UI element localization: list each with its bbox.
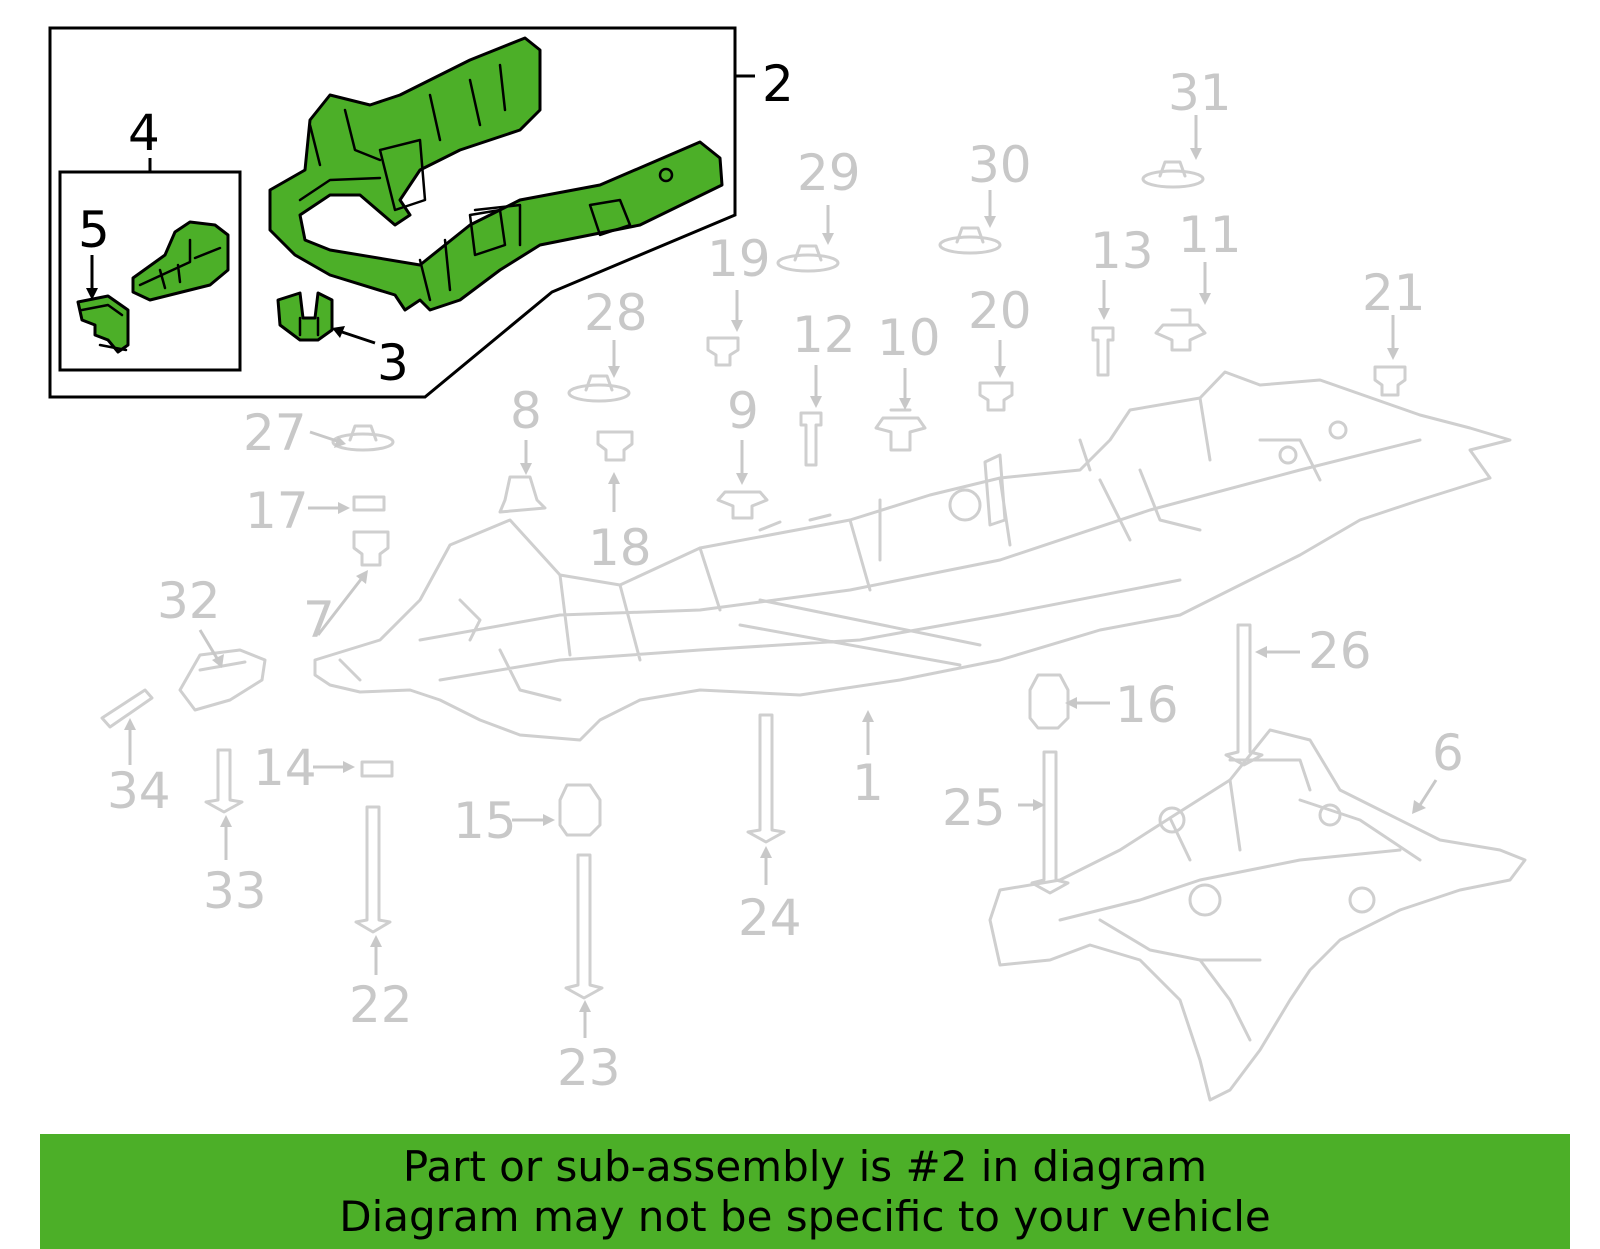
callout-28: 28 <box>584 284 648 342</box>
callout-7: 7 <box>303 591 335 649</box>
bolt-26-part[interactable] <box>1224 623 1264 767</box>
callout-23: 23 <box>557 1039 621 1097</box>
callout-4: 4 <box>128 104 160 162</box>
nut-21-part[interactable] <box>1373 365 1407 397</box>
callout-25: 25 <box>942 779 1006 837</box>
bushing-15-part[interactable] <box>558 783 602 837</box>
callout-2: 2 <box>762 55 794 113</box>
washer-31-part[interactable] <box>1141 169 1205 189</box>
bolt-25-part[interactable] <box>1030 750 1070 895</box>
bolt-12-part[interactable] <box>799 411 823 467</box>
nut-19-part[interactable] <box>706 336 740 367</box>
bushing-16-part[interactable] <box>1028 673 1070 730</box>
callout-14: 14 <box>253 739 317 797</box>
callout-30: 30 <box>968 136 1032 194</box>
nut-9-part[interactable] <box>716 490 769 520</box>
nut-10-part[interactable] <box>874 408 927 452</box>
banner-line-1: Part or sub-assembly is #2 in diagram <box>402 1141 1208 1191</box>
front-frame-section-part[interactable] <box>268 36 724 312</box>
callout-29: 29 <box>797 144 861 202</box>
mount-32-part[interactable] <box>178 648 267 712</box>
callout-13: 13 <box>1090 222 1154 280</box>
callout-8: 8 <box>510 382 542 440</box>
clip-5-part[interactable] <box>76 294 130 354</box>
callout-19: 19 <box>707 230 771 288</box>
callout-11: 11 <box>1178 206 1242 264</box>
assembly-2-outline <box>48 26 737 399</box>
callout-33: 33 <box>203 862 267 920</box>
banner-line-2: Diagram may not be specific to your vehi… <box>339 1191 1271 1241</box>
callout-31: 31 <box>1168 64 1232 122</box>
washer-27-part[interactable] <box>331 432 395 452</box>
callout-1: 1 <box>852 754 884 812</box>
callout-32: 32 <box>157 572 221 630</box>
bolt-24-part[interactable] <box>746 713 786 844</box>
nut-11-part[interactable] <box>1154 308 1207 352</box>
leader-arrows <box>86 115 1438 1038</box>
callout-9: 9 <box>727 382 759 440</box>
callout-24: 24 <box>738 889 802 947</box>
callout-34: 34 <box>107 762 171 820</box>
bolt-22-part[interactable] <box>354 805 392 934</box>
frame-assembly-1-part[interactable] <box>313 370 1512 742</box>
callout-15: 15 <box>453 792 517 850</box>
nut-20-part[interactable] <box>978 381 1014 412</box>
callout-21: 21 <box>1362 264 1426 322</box>
callout-22: 22 <box>349 976 413 1034</box>
parts-diagram: 2 4 5 3 31 30 29 19 11 13 21 20 10 12 28… <box>48 26 1527 1102</box>
callout-6: 6 <box>1432 724 1464 782</box>
bracket-3-part[interactable] <box>276 291 334 342</box>
callout-3: 3 <box>377 334 409 392</box>
callout-27: 27 <box>243 404 307 462</box>
nut-18-part[interactable] <box>596 430 634 462</box>
bolt-33-part[interactable] <box>204 748 244 814</box>
callout-26: 26 <box>1308 622 1372 680</box>
bolt-13-part[interactable] <box>1091 326 1115 377</box>
callout-20: 20 <box>968 282 1032 340</box>
callout-10: 10 <box>877 309 941 367</box>
callout-17: 17 <box>245 482 309 540</box>
bolt-23-part[interactable] <box>564 853 604 1000</box>
mount-4-part[interactable] <box>131 220 230 302</box>
cap-17-part[interactable] <box>352 495 386 512</box>
callout-5: 5 <box>78 201 110 259</box>
washer-29-part[interactable] <box>776 253 840 273</box>
rear-cradle-6-part[interactable] <box>988 728 1527 1102</box>
callout-12: 12 <box>792 306 856 364</box>
mount-8-part[interactable] <box>498 475 547 514</box>
callout-16: 16 <box>1115 676 1179 734</box>
cap-14-part[interactable] <box>360 760 394 778</box>
washer-30-part[interactable] <box>938 235 1002 255</box>
notice-banner: Part or sub-assembly is #2 in diagram Di… <box>40 1134 1570 1249</box>
nut-7-part[interactable] <box>352 530 390 567</box>
washer-28-part[interactable] <box>567 383 631 403</box>
callout-labels: 2 4 5 3 31 30 29 19 11 13 21 20 10 12 28… <box>78 55 1464 1097</box>
callout-18: 18 <box>588 519 652 577</box>
pin-34-part[interactable] <box>100 688 154 729</box>
